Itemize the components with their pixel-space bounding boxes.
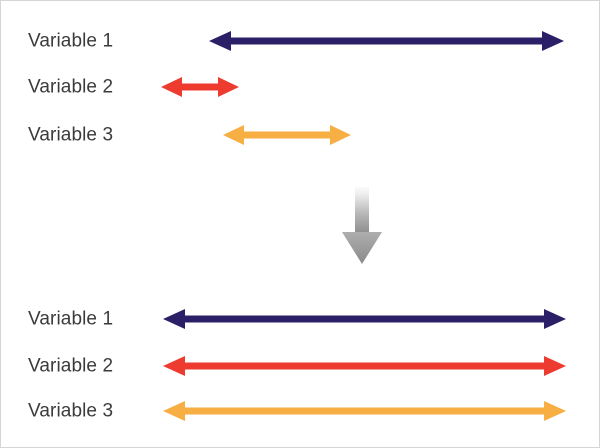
bottom-arrow-variable-3 [163, 401, 566, 421]
bottom-arrow-variable-2 [163, 356, 566, 376]
bottom-label-variable-2: Variable 2 [28, 355, 114, 377]
top-arrow-variable-2 [161, 77, 239, 97]
arrow-down-icon [342, 187, 382, 264]
top-arrow-variable-1 [209, 31, 564, 51]
top-label-variable-3: Variable 3 [28, 124, 114, 146]
top-arrow-variable-3 [223, 125, 351, 145]
top-label-variable-1: Variable 1 [28, 30, 114, 52]
top-label-variable-2: Variable 2 [28, 76, 114, 98]
bottom-arrow-variable-1 [163, 309, 566, 329]
bottom-label-variable-1: Variable 1 [28, 308, 114, 330]
bottom-label-variable-3: Variable 3 [28, 400, 114, 422]
